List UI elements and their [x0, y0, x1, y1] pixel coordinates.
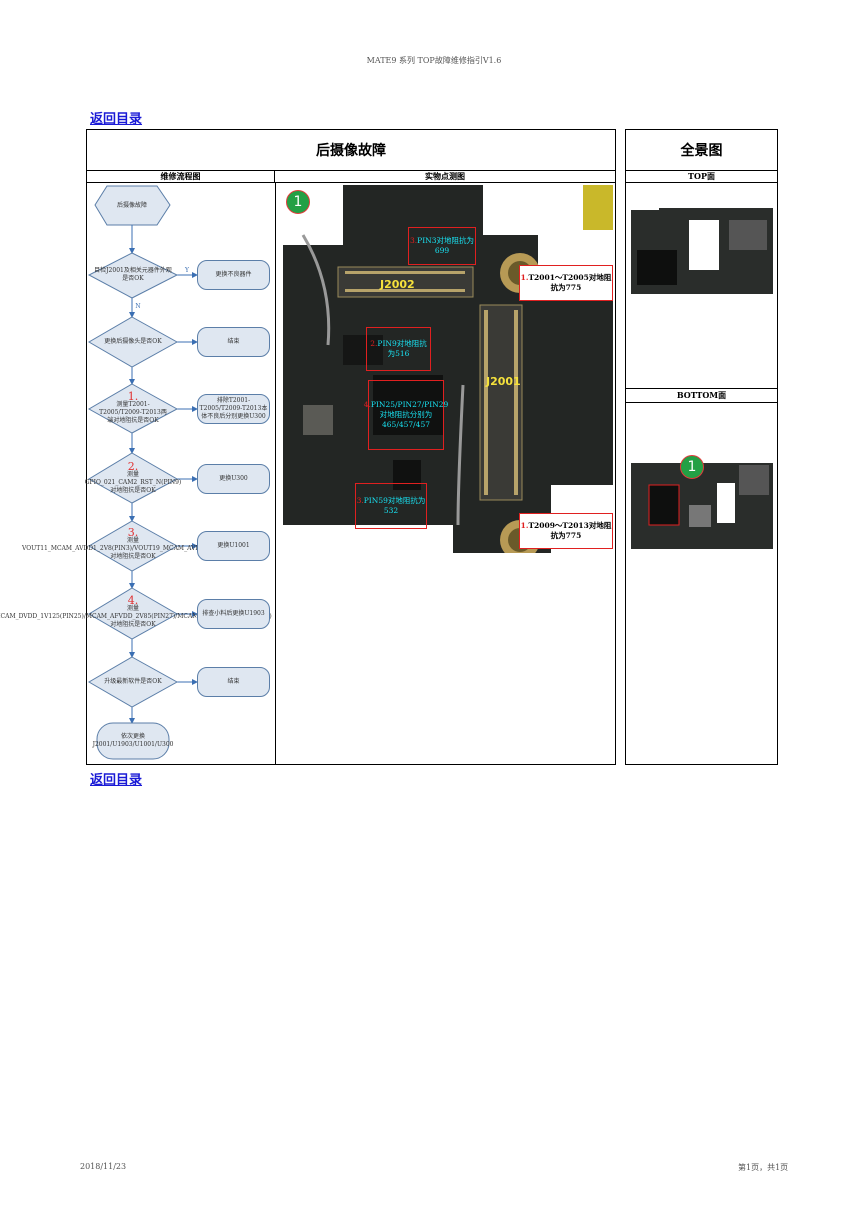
pcb-photo: 1 J2002 J2001 3.PIN3对地阻抗为699 2.PIN9对地阻抗为… — [283, 185, 613, 553]
flow-decision-3: 1. 测量T2001-T2005/T2009-T2013两端对地阻抗是否OK — [97, 389, 169, 429]
flow-action-5: 更换U1001 — [197, 531, 270, 561]
flow-decision-3-text: 测量T2001-T2005/T2009-T2013两端对地阻抗是否OK — [99, 401, 167, 424]
callout-pin59-num: 3. — [356, 496, 364, 505]
flow-decision-2: 更换后摄像头是否OK — [104, 338, 162, 345]
j2002-label: J2002 — [380, 278, 415, 291]
callout-pin59: 3.PIN59对地阻抗为532 — [355, 483, 427, 529]
callout-t2001: 1.T2001～T2005对地阻抗为775 — [519, 265, 613, 301]
column-divider — [275, 182, 276, 764]
flow-step-num-1: 1. — [127, 390, 139, 403]
callout-t2001-text: T2001～T2005对地阻抗为775 — [528, 273, 612, 292]
footer-date: 2018/11/23 — [80, 1162, 127, 1171]
top-face-label: TOP面 — [626, 171, 777, 183]
bottom-face-image — [631, 463, 773, 549]
photo-header: 实物点测图 — [275, 171, 615, 183]
callout-t2001-num: 1. — [520, 273, 529, 282]
no-label: N — [135, 303, 141, 310]
back-to-index-link-bottom[interactable]: 返回目录 — [90, 773, 143, 788]
callout-t2009-num: 1. — [520, 521, 529, 530]
location-badge: 1 — [286, 190, 310, 214]
flow-action-6: 排查小料后更换U1903 — [197, 599, 270, 629]
flowchart-shapes — [87, 185, 198, 760]
callout-t2009: 1.T2009～T2013对地阻抗为775 — [519, 513, 613, 549]
callout-pin9-text: PIN9对地阻抗为516 — [377, 339, 427, 358]
flow-decision-6-text: 测量MCAM_DVDD_1V125(PIN25)/MCAM_AFVDD_2V85… — [0, 605, 272, 628]
flow-step-num-4: 4. — [127, 594, 139, 607]
flow-decision-4-text: 测量GPIO_021_CAM2_RST_N(PIN9)对地阻抗是否OK — [84, 471, 182, 494]
callout-pin9: 2.PIN9对地阻抗为516 — [366, 327, 431, 371]
flow-action-1: 更换不良器件 — [197, 260, 270, 290]
pcb-artwork — [283, 185, 613, 553]
callout-pin3: 3.PIN3对地阻抗为699 — [408, 227, 476, 265]
start-shape — [94, 185, 171, 226]
footer-page: 第1页，共1页 — [738, 1163, 789, 1172]
callout-pin25-num: 4. — [363, 400, 371, 409]
overview-title: 全景图 — [626, 130, 777, 171]
flow-start: 后摄像故障 — [116, 202, 147, 209]
overview-table: 全景图 TOP面 BOTTOM面 1 — [625, 129, 778, 765]
callout-t2009-text: T2009～T2013对地阻抗为775 — [528, 521, 612, 540]
callout-pin25: 4.PIN25/PIN27/PIN29对地阻抗分别为465/457/457 — [364, 380, 448, 450]
flow-decision-4: 2. 测量GPIO_021_CAM2_RST_N(PIN9)对地阻抗是否OK — [85, 459, 182, 499]
flow-decision-5-text: 测量VOUT11_MCAM_AVDD1_2V8(PIN3)/VOUT19_MCA… — [22, 537, 244, 560]
callout-pin3-num: 3. — [410, 236, 418, 245]
overview-location-badge: 1 — [680, 455, 704, 479]
callout-pin9-num: 2. — [370, 339, 378, 348]
flow-decision-7: 升级最新软件是否OK — [104, 678, 162, 685]
flow-action-3: 排除T2001-T2005/T2009-T2013本体不良后分别更换U300 — [197, 394, 270, 424]
top-face-image — [629, 200, 773, 294]
flow-decision-6: 4. 测量MCAM_DVDD_1V125(PIN25)/MCAM_AFVDD_2… — [0, 588, 272, 638]
flow-action-7: 结束 — [197, 667, 270, 697]
j2001-label: J2001 — [486, 375, 521, 388]
main-table-title: 后摄像故障 — [87, 130, 615, 171]
page-header: MATE9 系列 TOP故障维修指引V1.6 — [366, 56, 502, 65]
bottom-face-label: BOTTOM面 — [626, 388, 777, 403]
flow-step-num-2: 2. — [127, 460, 139, 473]
callout-pin25-text: PIN25/PIN27/PIN29对地阻抗分别为465/457/457 — [370, 400, 449, 429]
yes-label: Y — [185, 267, 189, 274]
back-to-index-link-top[interactable]: 返回目录 — [90, 112, 143, 127]
callout-pin3-text: PIN3对地阻抗为699 — [417, 236, 474, 255]
flow-end: 依次更换J2001/U1903/U1001/U300 — [92, 733, 174, 748]
flow-header: 维修流程图 — [87, 171, 275, 183]
flow-step-num-3: 3. — [127, 526, 139, 539]
flow-action-2: 结束 — [197, 327, 270, 357]
flow-action-4: 更换U300 — [197, 464, 270, 494]
repair-flowchart: 后摄像故障 目检J2001及相关元器件外观是否OK 更换不良器件 更换后摄像头是… — [0, 183, 274, 763]
flow-decision-1: 目检J2001及相关元器件外观是否OK — [94, 267, 172, 282]
flow-decision-5: 3. 测量VOUT11_MCAM_AVDD1_2V8(PIN3)/VOUT19_… — [22, 523, 244, 567]
callout-pin59-text: PIN59对地阻抗为532 — [363, 496, 426, 515]
